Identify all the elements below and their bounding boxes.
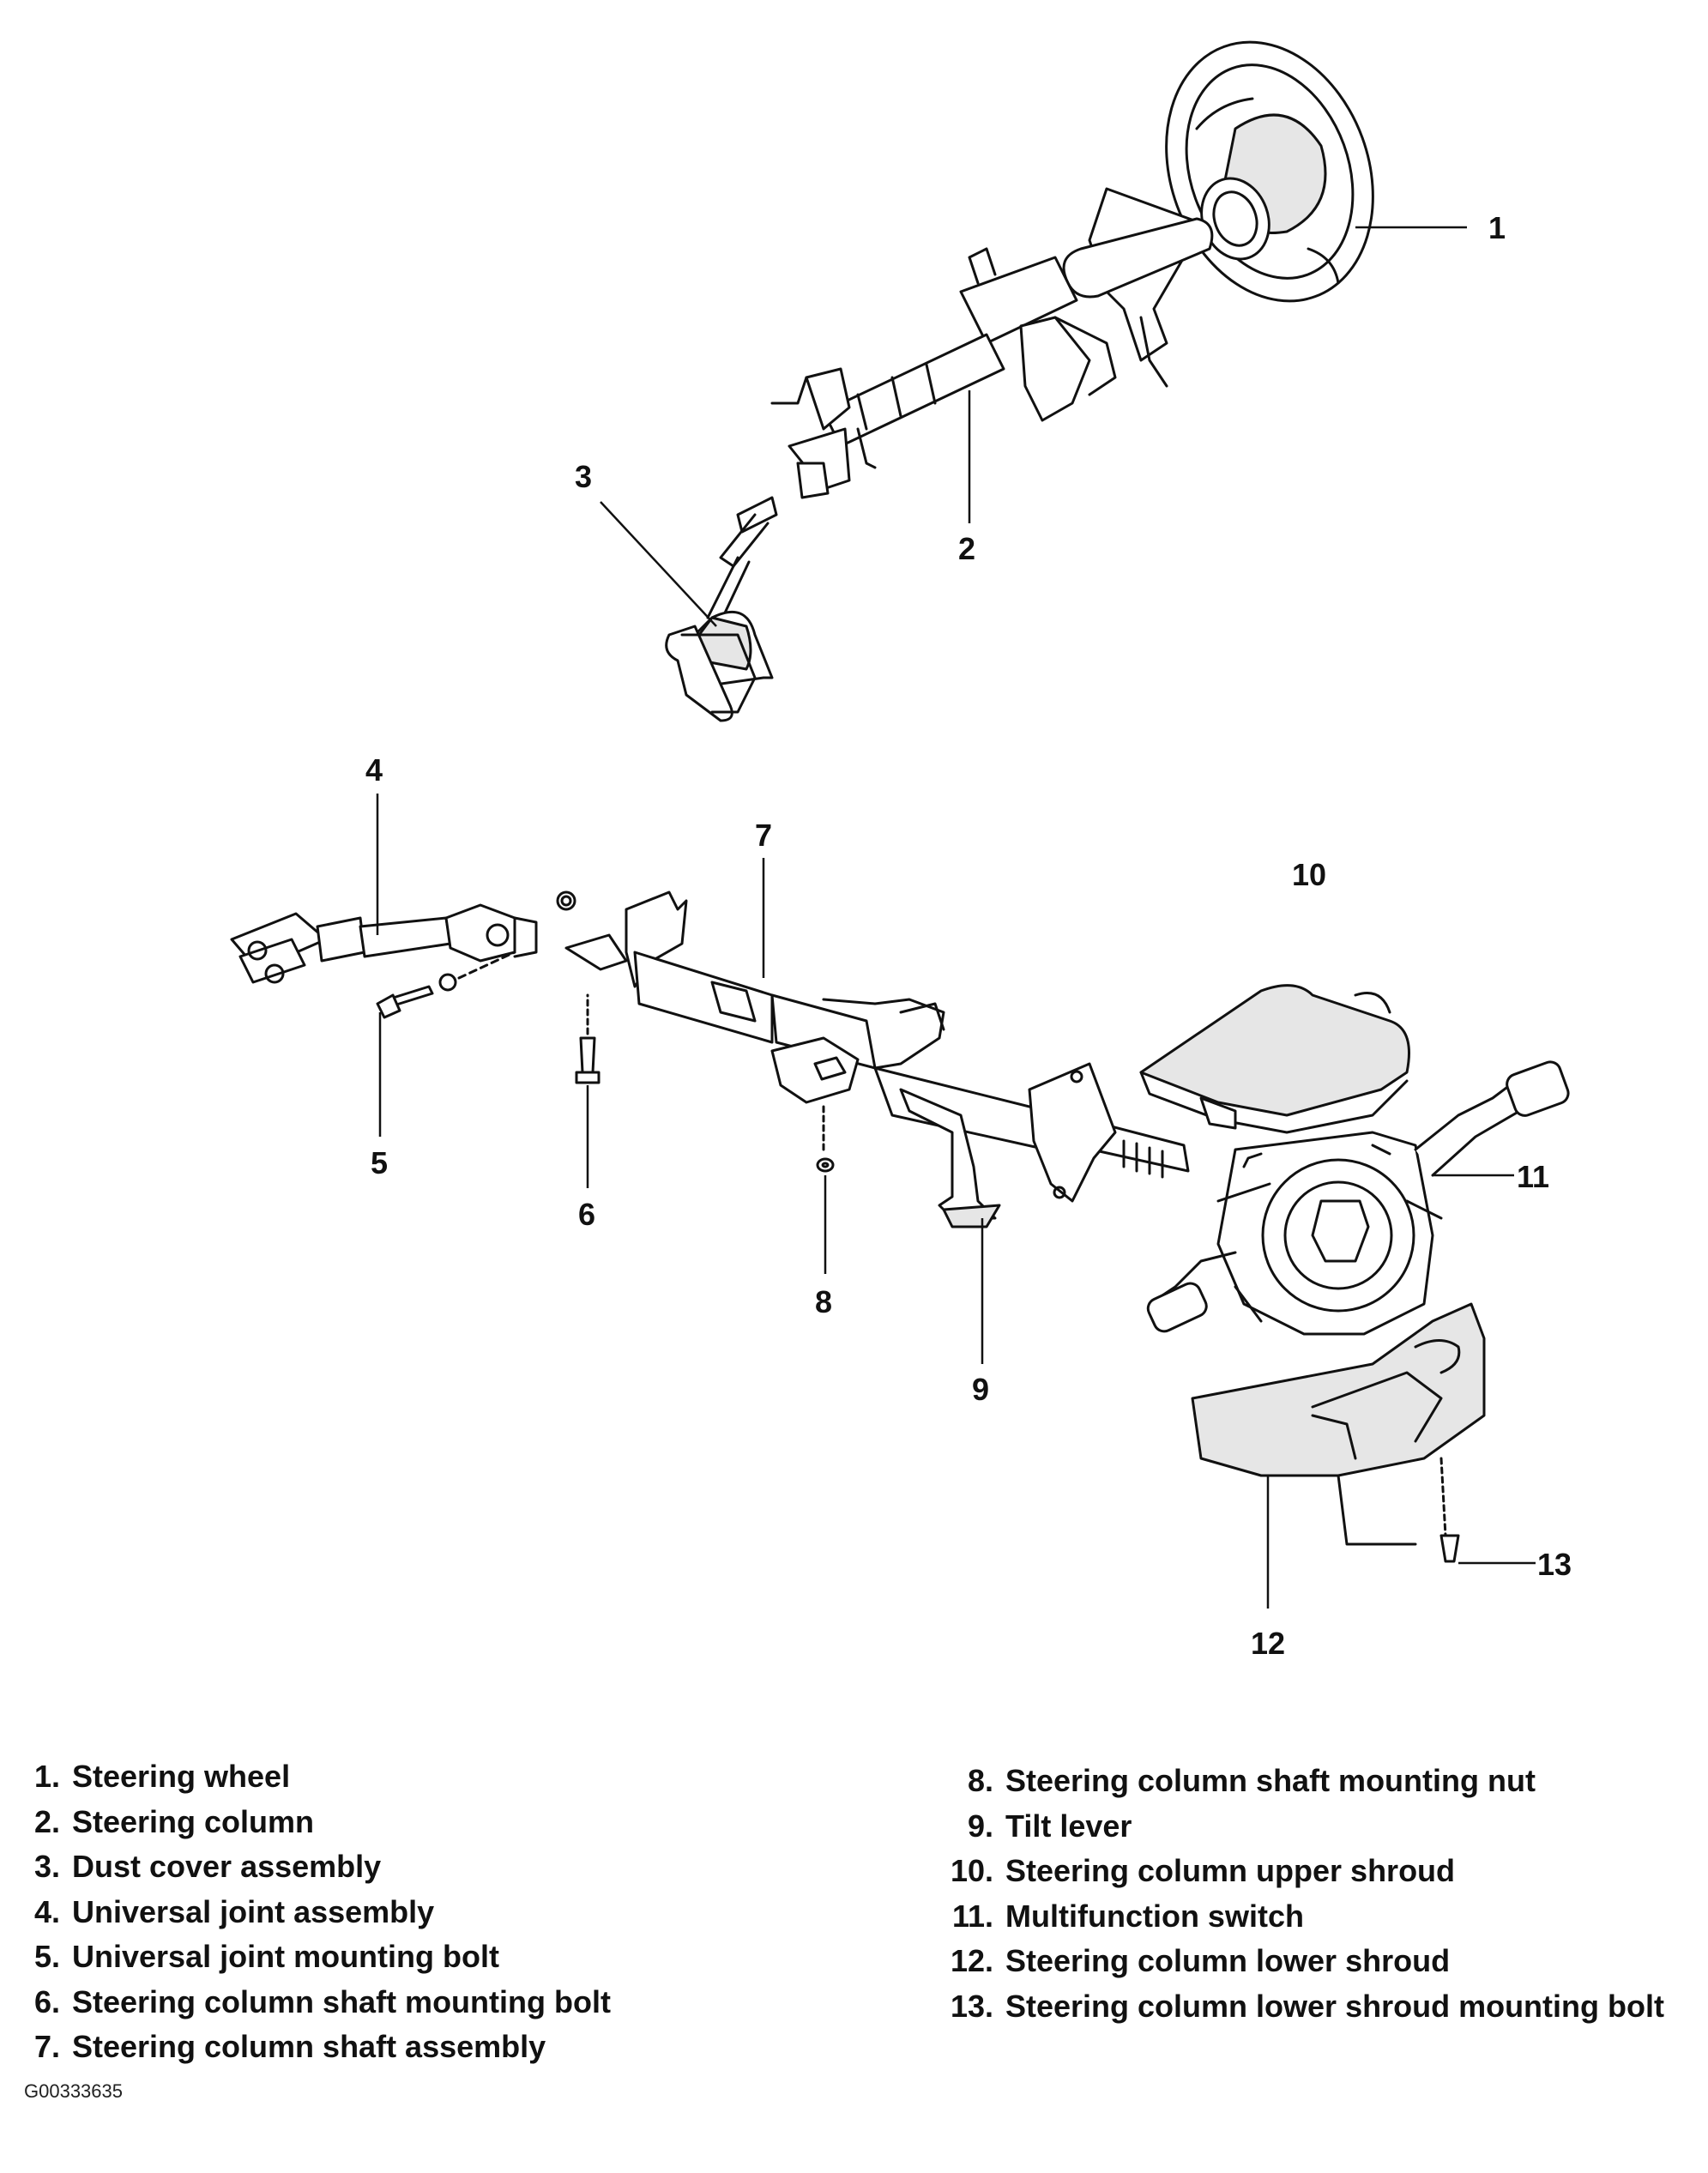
callout-9: 9 (972, 1372, 989, 1407)
steering-wheel-part (1165, 40, 1374, 303)
steering-column-shaft-mounting-bolt-part (575, 993, 601, 1084)
callout-7: 7 (755, 818, 772, 853)
callout-12: 12 (1251, 1626, 1285, 1661)
legend-item-13: 13.Steering column lower shroud mounting… (950, 1988, 1664, 2024)
steering-column-shaft-mounting-nut-part (816, 1105, 835, 1173)
legend-item-12: 12.Steering column lower shroud (950, 1943, 1451, 1978)
leader-line-3 (600, 501, 717, 627)
legend-item-3: 3.Dust cover assembly (33, 1849, 382, 1884)
legend-item-6: 6.Steering column shaft mounting bolt (33, 1983, 611, 2019)
legend-item-2: 2.Steering column (33, 1803, 315, 1839)
universal-joint-mounting-bolt-part (376, 951, 516, 1019)
callout-3: 3 (575, 459, 592, 494)
legend-item-7: 7.Steering column shaft assembly (33, 2029, 546, 2064)
dust-cover-part (665, 610, 774, 722)
callout-6: 6 (578, 1197, 595, 1232)
multifunction-switch-part (1146, 1060, 1570, 1336)
lower-shroud-mounting-bolt-part (1439, 1457, 1460, 1563)
legend-item-11: 11.Multifunction switch (951, 1898, 1304, 1934)
steering-column-part (770, 187, 1214, 499)
parts-legend-right: 8.Steering column shaft mounting nut 9.T… (935, 1759, 1664, 2029)
callout-10: 10 (1292, 857, 1326, 892)
figure-code: G00333635 (24, 2080, 123, 2102)
legend-item-5: 5.Universal joint mounting bolt (33, 1939, 499, 1974)
tilt-lever-part (899, 1088, 1001, 1228)
legend-item-4: 4.Universal joint assembly (33, 1893, 435, 1929)
legend-item-1: 1.Steering wheel (33, 1759, 291, 1794)
callout-11: 11 (1517, 1159, 1549, 1194)
steering-column-upper-shroud-part (1139, 984, 1410, 1134)
callout-8: 8 (815, 1284, 832, 1319)
steering-column-exploded-diagram: 1 2 3 4 5 6 7 8 9 10 11 12 13 (230, 40, 1572, 1661)
callout-5: 5 (371, 1145, 388, 1180)
parts-legend-left: 1.Steering wheel 2.Steering column 3.Dus… (26, 1754, 611, 2070)
callout-4: 4 (365, 752, 383, 788)
legend-item-9: 9.Tilt lever (967, 1808, 1132, 1844)
callout-13: 13 (1537, 1547, 1572, 1582)
universal-joint-part (230, 890, 576, 984)
legend-item-10: 10.Steering column upper shroud (950, 1853, 1456, 1888)
legend-item-8: 8.Steering column shaft mounting nut (967, 1763, 1536, 1798)
callout-2: 2 (958, 531, 975, 566)
callout-1: 1 (1488, 210, 1506, 245)
steering-column-lower-shroud-part (1191, 1302, 1486, 1546)
steering-column-shaft-assembly-part (564, 890, 1190, 1203)
